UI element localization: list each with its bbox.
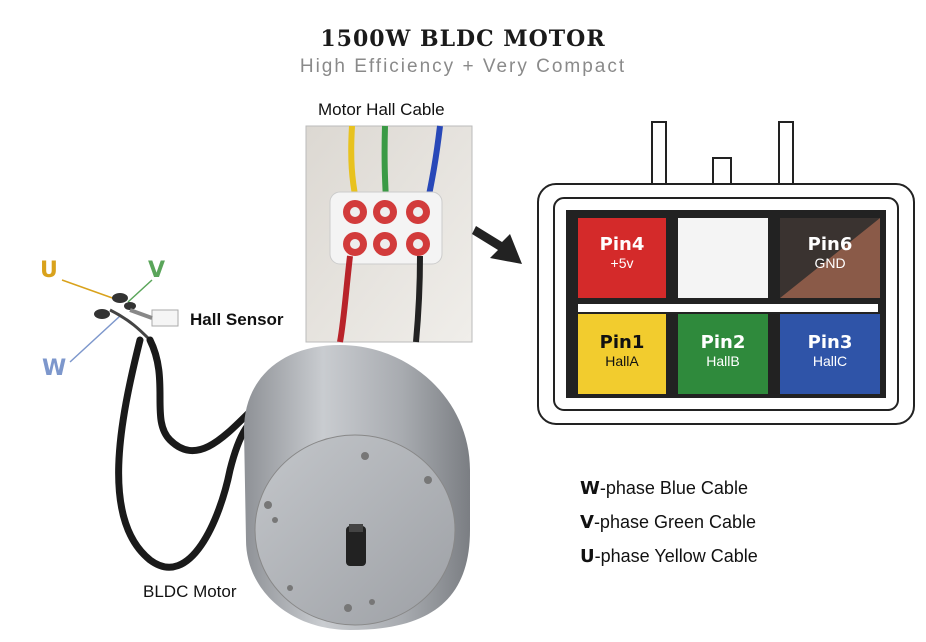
pin4-cell [578,218,666,298]
pin1-cell [578,314,666,394]
phase-w-label: W [42,356,67,381]
empty-cell [678,218,768,298]
phase-lugs [94,293,136,319]
hall-cable-photo [305,125,473,343]
legend-w: W-phase Blue Cable [580,478,748,499]
pin3-cell [780,314,880,394]
hall-sensor-label: Hall Sensor [190,310,284,329]
diagram-title: 1500W BLDC MOTOR [320,26,606,52]
phase-v-label: V [148,258,166,283]
diagram-subtitle: High Efficiency + Very Compact [299,56,627,77]
phase-wires [61,279,153,363]
arrow-right-icon [472,226,522,264]
phase-u-label: U [40,258,58,283]
pin2-cell [678,314,768,394]
motor-cables [115,336,269,571]
legend-v: V-phase Green Cable [580,512,757,533]
hall-connector [151,309,179,327]
motor-hall-cable-label: Motor Hall Cable [318,100,445,119]
legend-u: U-phase Yellow Cable [580,546,758,567]
pin4-text: Pin4+5v [599,234,645,271]
motor-body [244,345,470,630]
bldc-motor-label: BLDC Motor [143,582,237,601]
